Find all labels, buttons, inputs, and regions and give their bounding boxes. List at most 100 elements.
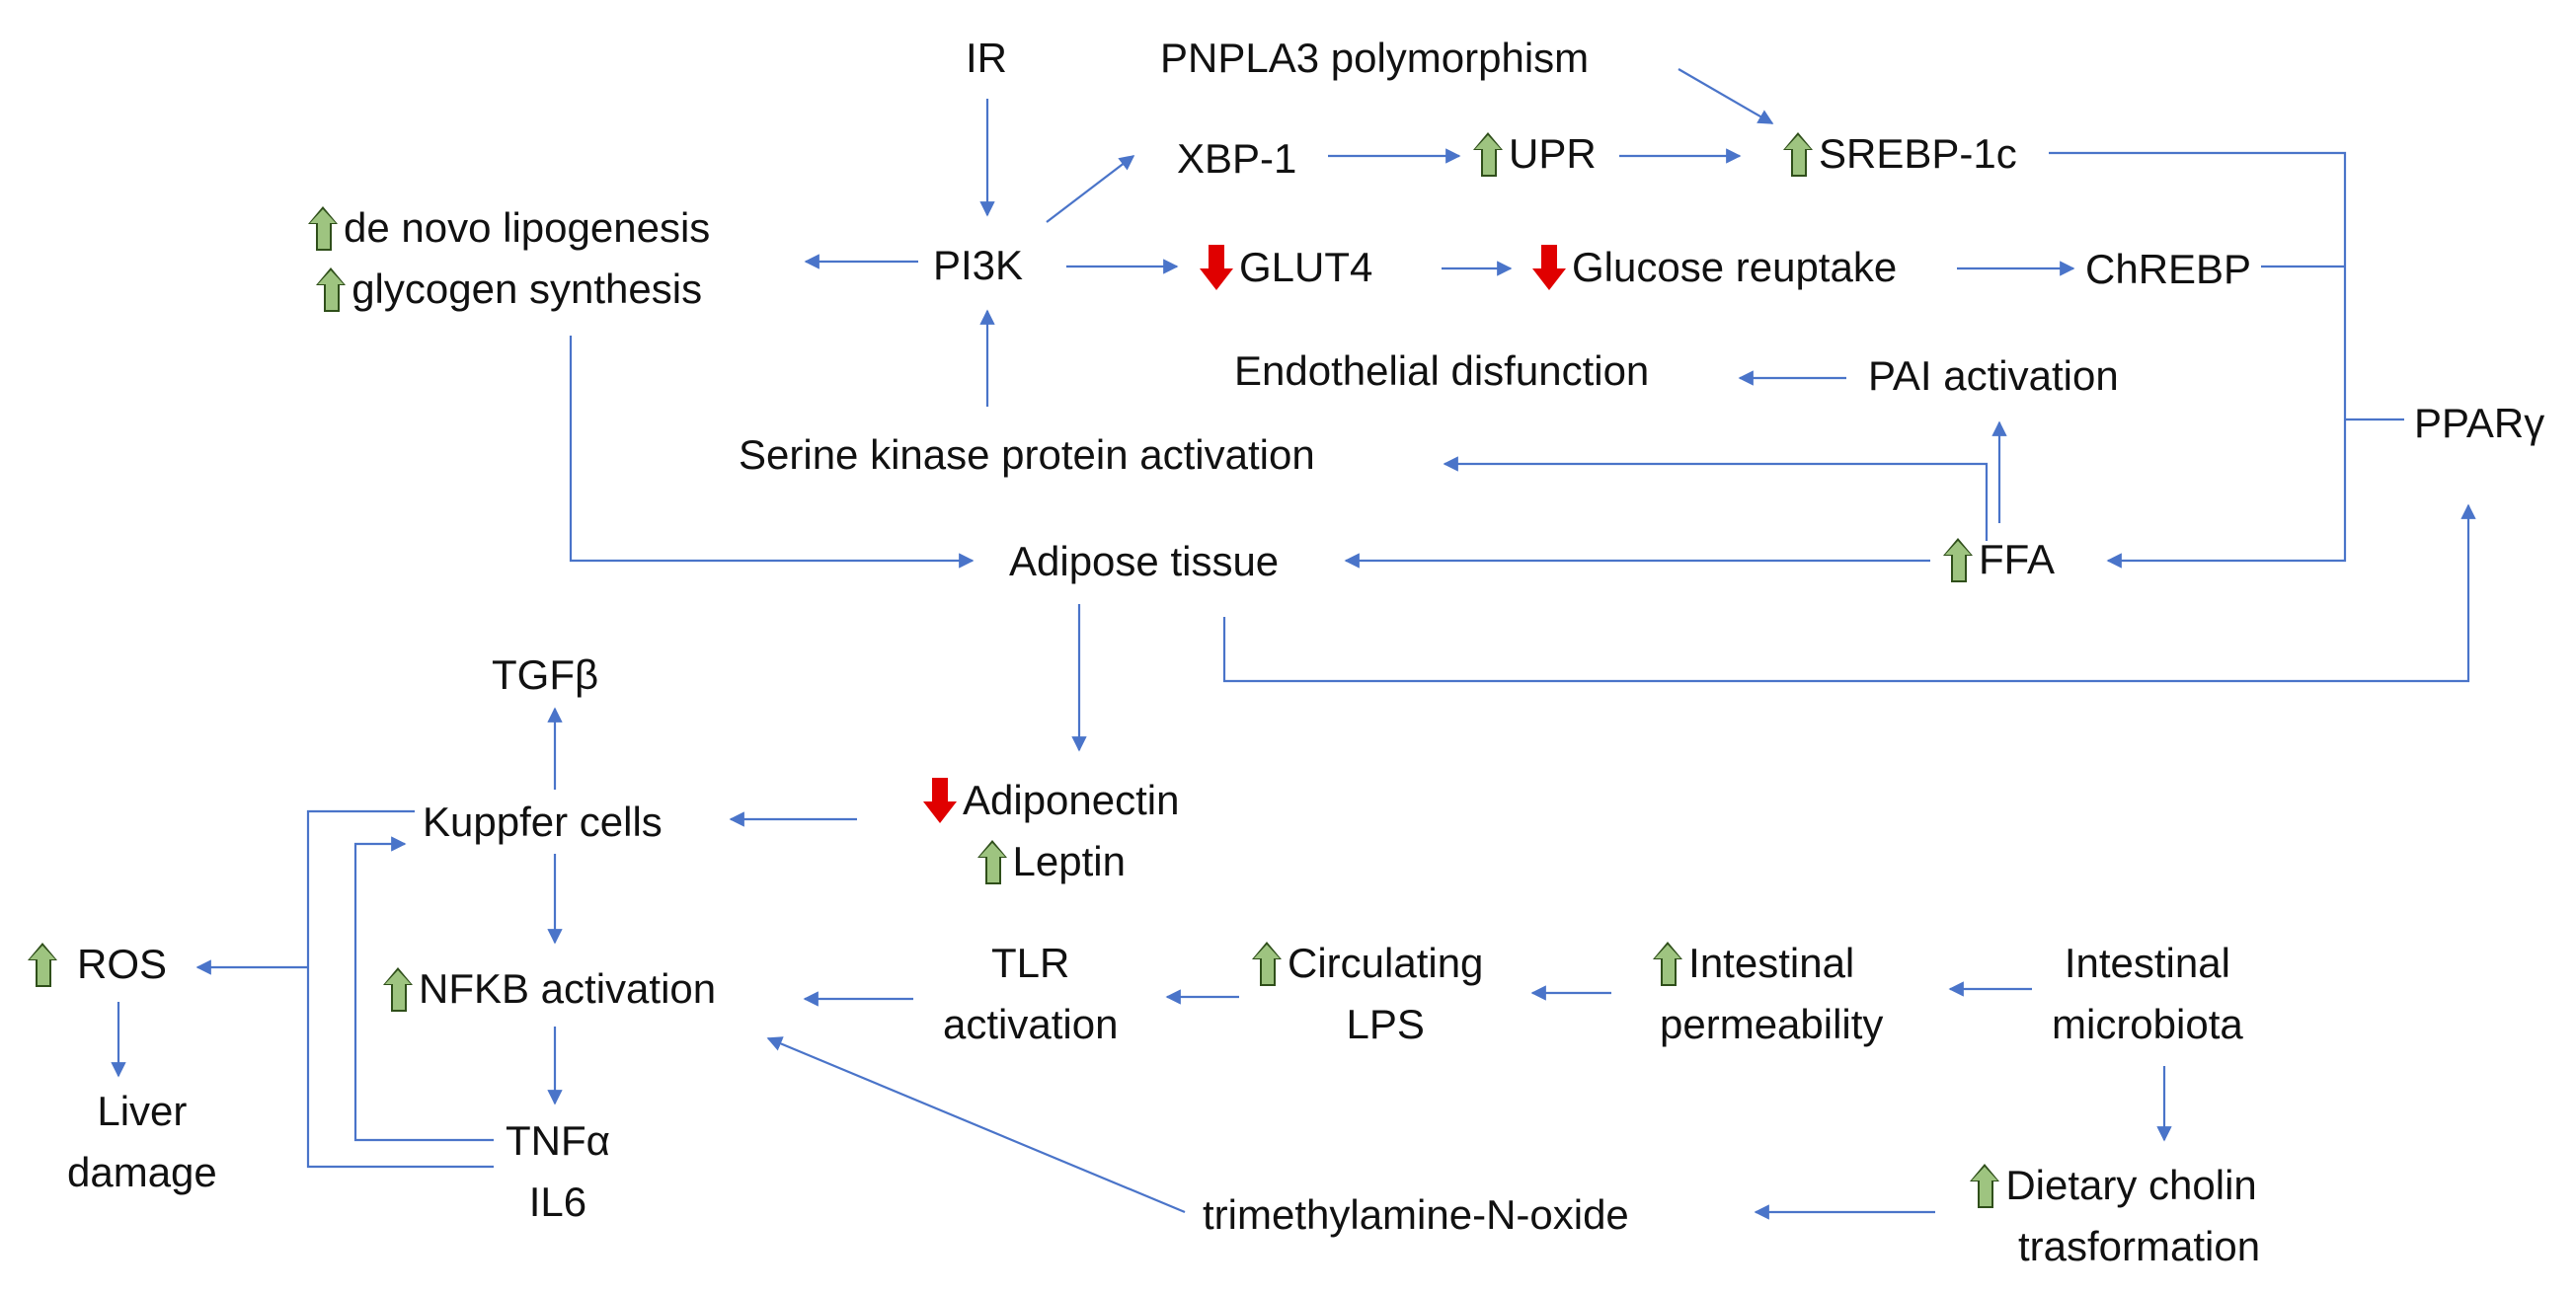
- node-tmao: trimethylamine-N-oxide: [1203, 1194, 1629, 1236]
- arrow-adipose-ppar: [1222, 503, 2476, 683]
- node-glucose-label: Glucose reuptake: [1572, 244, 1898, 290]
- down-arrow-icon: [923, 778, 957, 823]
- node-liver-label-2: damage: [67, 1149, 217, 1195]
- down-arrow-icon: [1200, 245, 1233, 290]
- node-glucose: Glucose reuptake: [1532, 245, 1897, 290]
- node-microbiota: Intestinal microbiota: [2052, 933, 2243, 1055]
- node-perm-label-1: Intestinal: [1688, 940, 1855, 986]
- node-leptin-label: Leptin: [1012, 838, 1126, 884]
- node-nfkb: NFKB activation: [383, 967, 716, 1012]
- node-xbp1-label: XBP-1: [1177, 135, 1297, 182]
- node-glut4: GLUT4: [1200, 245, 1372, 290]
- arrow-glycogen-adipose: [569, 336, 975, 569]
- up-arrow-icon: [383, 967, 413, 1012]
- up-arrow-icon: [1783, 132, 1813, 177]
- up-arrow-icon: [1653, 942, 1683, 986]
- node-il6-label: IL6: [528, 1179, 587, 1225]
- node-ppar-label: PPARγ: [2414, 400, 2545, 446]
- node-adiponectin-label: Adiponectin: [963, 777, 1180, 823]
- node-liver: Liver damage: [67, 1081, 217, 1203]
- node-endothelial: Endothelial disfunction: [1234, 350, 1649, 392]
- up-arrow-icon: [1943, 538, 1973, 582]
- up-arrow-icon: [316, 267, 347, 312]
- arrow-tnf-kupffer: [353, 836, 494, 1142]
- node-ppar: PPARγ: [2414, 403, 2544, 444]
- node-ir-label: IR: [966, 35, 1007, 81]
- node-permeability: Intestinal permeability: [1624, 933, 1883, 1055]
- node-cholin-label-2: trasformation: [2018, 1223, 2261, 1269]
- node-srebp-label: SREBP-1c: [1819, 130, 2017, 177]
- up-arrow-icon: [1252, 942, 1282, 986]
- node-ros-label: ROS: [77, 941, 168, 987]
- up-arrow-icon: [1473, 132, 1503, 177]
- node-tgfb: TGFβ: [492, 654, 598, 696]
- node-ros: ROS: [28, 941, 168, 987]
- node-tlr-label-1: TLR: [991, 940, 1070, 986]
- up-arrow-icon: [976, 840, 1007, 884]
- node-adipose: Adipose tissue: [1009, 541, 1279, 582]
- node-perm-line2: permeability: [1624, 994, 1883, 1055]
- node-cholin-line1: Dietary cholin: [1970, 1155, 2257, 1216]
- node-micro-label-1: Intestinal: [2064, 940, 2230, 986]
- up-arrow-icon: [1970, 1164, 2000, 1208]
- node-tlr-line1: TLR: [991, 933, 1069, 994]
- node-cytokines: TNFα IL6: [506, 1110, 610, 1233]
- down-arrow-icon: [1532, 245, 1566, 290]
- node-pi3k: PI3K: [933, 245, 1023, 286]
- node-pnpla3: PNPLA3 polymorphism: [1160, 38, 1589, 79]
- node-tmao-label: trimethylamine-N-oxide: [1203, 1191, 1629, 1238]
- node-xbp1: XBP-1: [1177, 138, 1296, 180]
- node-kupffer: Kuppfer cells: [423, 801, 663, 843]
- node-kupffer-label: Kuppfer cells: [423, 799, 663, 845]
- node-lipogenesis-group: de novo lipogenesis glycogen synthesis: [308, 197, 710, 320]
- node-tlr: TLR activation: [943, 933, 1118, 1055]
- node-lps-line2: LPS: [1311, 994, 1425, 1055]
- node-glycogen: glycogen synthesis: [316, 259, 702, 320]
- node-pai: PAI activation: [1868, 355, 2119, 397]
- node-ffa-label: FFA: [1979, 536, 2056, 582]
- node-ffa: FFA: [1943, 536, 2056, 582]
- arrow-pnpla3-srebp: [1678, 68, 1774, 124]
- node-glycogen-label: glycogen synthesis: [351, 266, 703, 312]
- node-liver-label-1: Liver: [97, 1088, 188, 1134]
- node-micro-line2: microbiota: [2052, 994, 2243, 1055]
- node-tgfb-label: TGFβ: [492, 651, 599, 698]
- node-srebp: SREBP-1c: [1783, 130, 2017, 177]
- arrow-ffa-serine: [1443, 456, 1989, 541]
- node-pnpla3-label: PNPLA3 polymorphism: [1160, 35, 1590, 81]
- node-tnf: TNFα: [506, 1110, 610, 1172]
- node-upr-label: UPR: [1509, 130, 1597, 177]
- node-serine: Serine kinase protein activation: [739, 434, 1315, 476]
- node-tnf-label: TNFα: [506, 1117, 610, 1164]
- node-tlr-label-2: activation: [943, 1001, 1119, 1047]
- node-pi3k-label: PI3K: [933, 242, 1024, 288]
- node-endothelial-label: Endothelial disfunction: [1234, 347, 1650, 394]
- node-cholin: Dietary cholin trasformation: [1967, 1155, 2260, 1277]
- node-denovo: de novo lipogenesis: [308, 197, 710, 259]
- node-il6: IL6: [529, 1172, 586, 1233]
- node-cholin-label-1: Dietary cholin: [2005, 1162, 2257, 1208]
- node-serine-label: Serine kinase protein activation: [739, 431, 1315, 478]
- node-liver-line2: damage: [67, 1142, 217, 1203]
- node-liver-line1: Liver: [97, 1081, 187, 1142]
- node-perm-line1: Intestinal: [1653, 933, 1854, 994]
- up-arrow-icon: [308, 206, 338, 251]
- node-ir: IR: [966, 38, 1007, 79]
- node-leptin: Leptin: [976, 831, 1126, 892]
- node-pai-label: PAI activation: [1868, 352, 2119, 399]
- node-lps-line1: Circulating: [1252, 933, 1483, 994]
- up-arrow-icon: [28, 943, 57, 987]
- node-chrebp-label: ChREBP: [2085, 246, 2252, 292]
- arrow-srebp-ffa: [2049, 151, 2347, 569]
- node-cholin-line2: trasformation: [1967, 1216, 2260, 1277]
- node-micro-label-2: microbiota: [2052, 1001, 2243, 1047]
- arrow-tmao-nfkb: [766, 1036, 1186, 1214]
- node-adiponectin: Adiponectin: [923, 770, 1180, 831]
- node-perm-label-2: permeability: [1660, 1001, 1884, 1047]
- node-micro-line1: Intestinal: [2065, 933, 2230, 994]
- line-kupffer-left: [306, 809, 494, 1169]
- node-lps-label-1: Circulating: [1288, 940, 1484, 986]
- node-lps-label-2: LPS: [1346, 1001, 1425, 1047]
